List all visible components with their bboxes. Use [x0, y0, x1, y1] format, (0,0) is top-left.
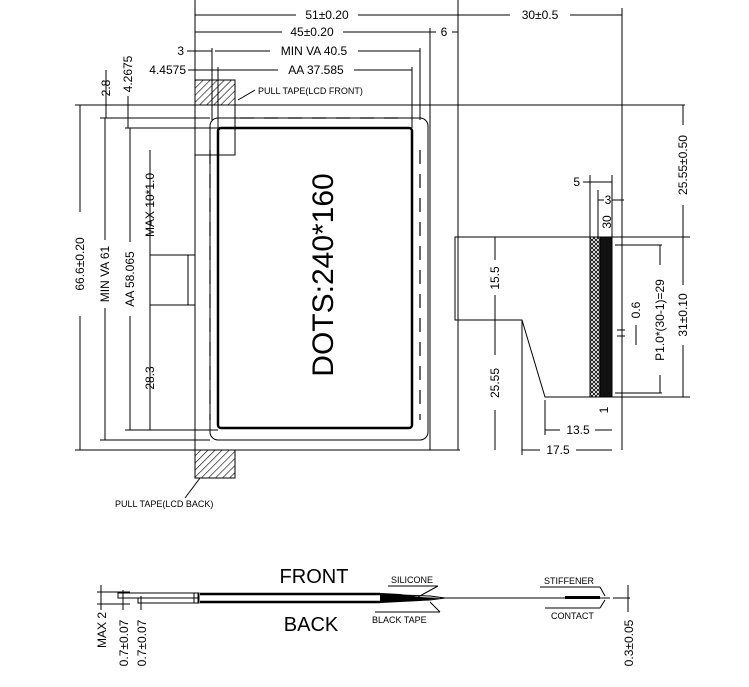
- pull-tape-front: PULL TAPE(LCD FRONT): [194, 79, 363, 156]
- dim-va-offset: 3: [177, 44, 184, 58]
- dim-overall-height: 66.6±0.20: [73, 237, 87, 291]
- left-dimensions: 66.6±0.20 MIN VA 61 AA 58.065 2.8 4.2675…: [73, 55, 685, 451]
- back-label: BACK: [284, 614, 339, 636]
- contact-label: CONTACT: [551, 611, 594, 621]
- dim-overall-width: 51±0.20: [305, 8, 349, 22]
- stiffener-label: STIFFENER: [544, 576, 595, 586]
- dots-label: DOTS:240*160: [307, 173, 340, 376]
- dim-glass-width: 45±0.20: [290, 25, 334, 39]
- lcd-module: DOTS:240*160: [194, 104, 431, 451]
- dim-aa-offset: 4.4575: [149, 63, 186, 77]
- dim-connector: MAX 10*1.0: [143, 173, 157, 237]
- dim-31: 31±0.10: [676, 293, 690, 337]
- front-label: FRONT: [280, 566, 349, 588]
- dim-1: 1: [597, 406, 611, 413]
- pull-tape-front-label: PULL TAPE(LCD FRONT): [258, 86, 363, 96]
- dim-fpc-width: 30±0.5: [522, 8, 559, 22]
- dim-2-8: 2.8: [99, 79, 113, 96]
- dim-6: 6: [441, 25, 448, 39]
- dim-min-va-height: MIN VA 61: [98, 245, 112, 302]
- fpc-view: 5 3 30 25.55±0.50 31±0.10 P1.0*(30-1)=29…: [454, 105, 690, 457]
- silicone-label: SILICONE: [391, 575, 433, 585]
- dim-thickness-3: 0.3±0.05: [622, 619, 636, 666]
- dim-13-5: 13.5: [566, 423, 590, 437]
- dim-4-2675: 4.2675: [121, 55, 135, 92]
- pull-tape-back-label: PULL TAPE(LCD BACK): [115, 499, 213, 509]
- black-tape-label: BLACK TAPE: [372, 615, 427, 625]
- dim-30: 30: [600, 215, 614, 229]
- dim-28-3: 28.3: [143, 366, 157, 390]
- dim-25-55-tol: 25.55±0.50: [676, 135, 690, 195]
- dim-5: 5: [573, 175, 580, 189]
- dim-aa-height: AA 58.065: [123, 251, 137, 307]
- dim-17-5: 17.5: [546, 443, 570, 457]
- top-dimensions: 51±0.20 30±0.5 45±0.20 6 3 MIN VA 40.5 4…: [149, 0, 623, 450]
- dim-aa: AA 37.585: [288, 63, 344, 77]
- dim-3: 3: [605, 193, 612, 207]
- dim-max2: MAX 2: [95, 612, 109, 648]
- pull-tape-back: PULL TAPE(LCD BACK): [115, 449, 236, 509]
- dim-thickness-2: 0.7±0.07: [135, 619, 149, 666]
- dim-min-va: MIN VA 40.5: [281, 44, 348, 58]
- dim-25-55: 25.55: [488, 368, 502, 398]
- dim-pitch: P1.0*(30-1)=29: [653, 279, 667, 361]
- dim-0-6: 0.6: [629, 301, 643, 318]
- side-view: FRONT BACK SILICONE BLACK TAPE STIFFENER…: [95, 566, 636, 666]
- dim-15-5: 15.5: [488, 266, 502, 290]
- dim-thickness-1: 0.7±0.07: [117, 619, 131, 666]
